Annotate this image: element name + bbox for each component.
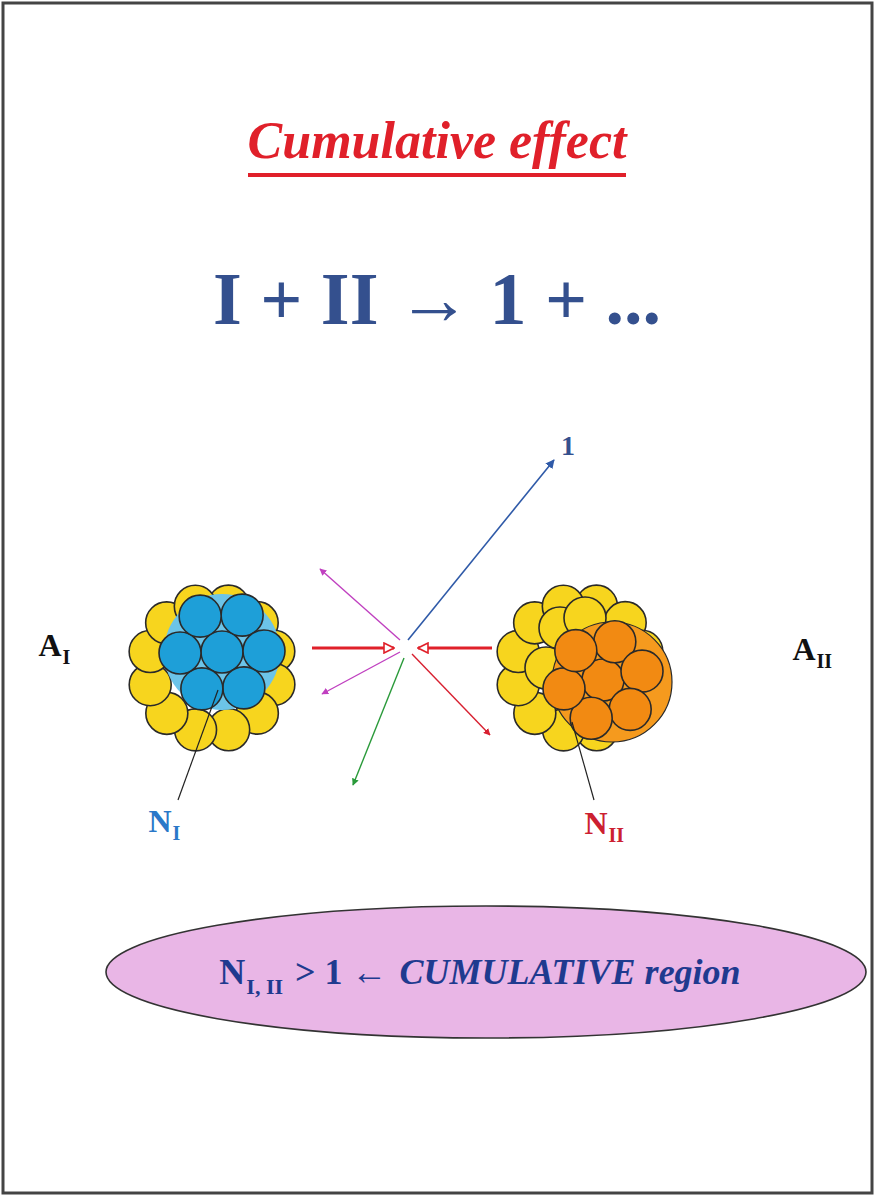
label: A [792, 632, 815, 667]
nucleus-left [129, 585, 295, 751]
page-frame [3, 3, 872, 1193]
label: N [148, 804, 171, 839]
beam-arrow [312, 647, 394, 650]
nucleon [179, 595, 221, 637]
subscript: I, II [246, 974, 283, 1000]
label: A [38, 628, 61, 663]
leader-line [572, 722, 594, 800]
beam-arrow [418, 647, 492, 650]
ellipse-shape [106, 906, 866, 1038]
nucleon [609, 688, 651, 730]
nucleon [621, 650, 663, 692]
nucleus-right [497, 585, 672, 751]
reaction-formula: I + II → 1 + ... [213, 259, 661, 340]
particle-track [412, 654, 490, 735]
region-text: > 1 ← [295, 951, 388, 993]
particle-track [353, 658, 404, 785]
subscript: I [173, 822, 181, 844]
nucleon [159, 632, 201, 674]
particle-track [408, 460, 554, 640]
title: Cumulative effect [248, 112, 627, 177]
region-ellipse: NI, II > 1 ← CUMULATIVE region [106, 906, 866, 1038]
subscript: II [609, 824, 625, 846]
nucleon [555, 630, 597, 672]
nucleon [201, 631, 243, 673]
nucleon [221, 594, 263, 636]
ellipse-text: NI, II> 1 ←CUMULATIVE region [219, 951, 752, 993]
subscript: I [63, 646, 71, 668]
nucleon [243, 630, 285, 672]
nucleon [181, 668, 223, 710]
leader-line [178, 690, 218, 800]
region-text: CUMULATIVE region [400, 951, 741, 993]
label: N [584, 806, 607, 841]
label: 1 [561, 431, 575, 462]
particle-track [322, 652, 400, 694]
subscript: II [817, 650, 833, 672]
nucleon [543, 668, 585, 710]
region-text: N [219, 951, 245, 993]
particle-track [320, 569, 400, 640]
nucleon [223, 667, 265, 709]
